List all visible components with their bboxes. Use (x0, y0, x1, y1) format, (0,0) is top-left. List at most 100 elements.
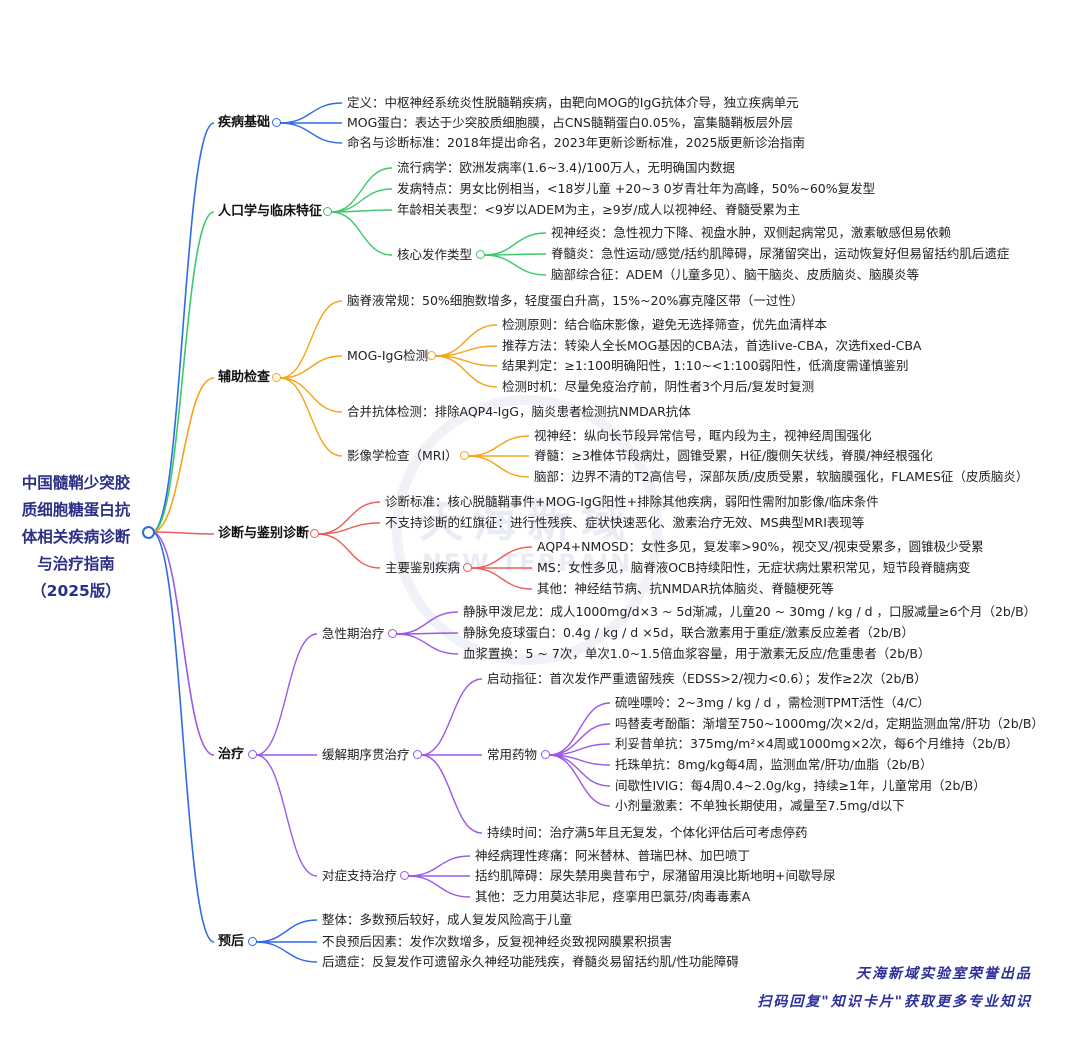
subtopic-node[interactable]: MOG-IgG检测 (347, 348, 429, 363)
collapse-toggle-icon[interactable] (323, 207, 332, 216)
connector-line (279, 377, 343, 457)
subtopic-node[interactable]: 缓解期序贯治疗 (322, 747, 410, 762)
leaf-node[interactable]: 血浆置换：5 ~ 7次，单次1.0~1.5倍血浆容量，用于激素无反应/危重患者（… (463, 646, 931, 661)
connector-line (420, 678, 483, 756)
leaf-node[interactable]: 脑部：边界不清的T2高信号，深部灰质/皮质受累，软脑膜强化，FLAMES征（皮质… (534, 469, 1029, 484)
connector-line (548, 702, 611, 756)
leaf-node[interactable]: 其他：乏力用莫达非尼，痉挛用巴氯芬/肉毒毒素A (475, 889, 751, 904)
connector-line (467, 455, 530, 478)
leaf-node[interactable]: 诊断标准：核心脱髓鞘事件+MOG-IgG阳性+排除其他疾病，弱阳性需附加影像/临… (385, 494, 879, 509)
leaf-node[interactable]: 视神经：纵向长节段异常信号，眶内段为主，视神经周围强化 (534, 428, 872, 443)
connector-line (470, 567, 533, 590)
collapse-toggle-icon[interactable] (272, 118, 281, 127)
leaf-node[interactable]: 检测原则：结合临床影像，避免无选择筛查，优先血清样本 (502, 317, 828, 332)
leaf-node[interactable]: 小剂量激素：不单独长期使用，减量至7.5mg/d以下 (615, 798, 905, 813)
leaf-node[interactable]: AQP4+NMOSD：女性多见，复发率>90%，视交叉/视束受累多，圆锥极少受累 (537, 539, 984, 554)
branch-topic[interactable]: 疾病基础 (218, 115, 271, 130)
leaf-node[interactable]: 脑脊液常规：50%细胞数增多，轻度蛋白升高，15%~20%寡克隆区带（一过性） (347, 293, 804, 308)
leaf-node[interactable]: 括约肌障碍：尿失禁用奥昔布宁，尿潴留用溴比斯地明+间歇导尿 (475, 868, 836, 883)
leaf-node[interactable]: MS：女性多见，脑脊液OCB持续阳性，无症状病灶累积常见，短节段脊髓病变 (537, 560, 971, 575)
leaf-node[interactable]: 检测时机：尽量免疫治疗前，阴性者3个月后/复发时复测 (502, 379, 815, 394)
leaf-node[interactable]: 吗替麦考酚酯：渐增至750~1000mg/次×2/d，定期监测血常/肝功（2b/… (615, 716, 1044, 731)
connector-line (330, 167, 393, 213)
leaf-node[interactable]: 年龄相关表型：<9岁以ADEM为主，≥9岁/成人以视神经、脊髓受累为主 (397, 202, 800, 217)
collapse-toggle-icon[interactable] (413, 750, 422, 759)
leaf-node[interactable]: 后遗症：反复发作可遗留永久神经功能残疾，脊髓炎易留括约肌/性功能障碍 (322, 954, 739, 969)
connector-line (151, 377, 215, 533)
leaf-node[interactable]: 启动指征：首次发作严重遗留残疾（EDSS>2/视力<0.6）；发作≥2次（2b/… (487, 671, 927, 686)
connector-line (151, 531, 215, 535)
connector-line (151, 531, 215, 756)
subtopic-node[interactable]: 急性期治疗 (322, 626, 385, 641)
leaf-node[interactable]: 合并抗体检测：排除AQP4-IgG，脑炎患者检测抗NMDAR抗体 (347, 404, 691, 419)
leaf-node[interactable]: 不良预后因素：发作次数增多，反复视神经炎致视网膜累积损害 (322, 934, 673, 949)
collapse-toggle-icon[interactable] (476, 250, 485, 259)
leaf-node[interactable]: 间歇性IVIG：每4周0.4~2.0g/kg，持续≥1年，儿童常用（2b/B） (615, 778, 986, 793)
subtopic-node[interactable]: 主要鉴别疾病 (385, 560, 461, 575)
connector-line (255, 941, 318, 963)
leaf-node[interactable]: 命名与诊断标准：2018年提出命名，2023年更新诊断标准，2025版更新诊治指… (347, 135, 805, 150)
connector-line (395, 633, 459, 655)
leaf-node[interactable]: 脊髓：≥3椎体节段病灶，圆锥受累，H征/腹侧矢状线，脊膜/神经根强化 (534, 448, 933, 463)
subtopic-node[interactable]: 影像学检查（MRI） (347, 448, 458, 463)
subtopic-node[interactable]: 核心发作类型 (397, 247, 473, 262)
subtopic-node[interactable]: 对症支持治疗 (322, 868, 398, 883)
leaf-node[interactable]: 推荐方法：转染人全长MOG基因的CBA法，首选live-CBA，次选fixed-… (502, 338, 922, 353)
leaf-node[interactable]: 持续时间：治疗满5年且无复发，个体化评估后可考虑停药 (487, 825, 808, 840)
leaf-node[interactable]: 托珠单抗：8mg/kg每4周，监测血常/肝功/血脂（2b/B） (615, 757, 933, 772)
branch-topic[interactable]: 人口学与临床特征 (218, 204, 323, 219)
root-title-line: （2025版） (31, 582, 121, 600)
leaf-node[interactable]: 定义：中枢神经系统炎性脱髓鞘疾病，由靶向MOG的IgG抗体介导，独立疾病单元 (347, 95, 799, 110)
root-title-line: 质细胞糖蛋白抗 (21, 501, 131, 519)
connector-line (255, 919, 318, 943)
connector-line (330, 188, 393, 213)
branch-topic[interactable]: 预后 (218, 934, 245, 949)
leaf-node[interactable]: 整体：多数预后较好，成人复发风险高于儿童 (322, 912, 573, 927)
leaf-node[interactable]: 发病特点：男女比例相当，<18岁儿童 +20~3 0岁青壮年为高峰，50%~60… (397, 181, 876, 196)
subtopic-node[interactable]: 常用药物 (487, 747, 538, 762)
root-title-line: 体相关疾病诊断 (21, 528, 131, 546)
connector-line (434, 355, 498, 388)
connector-line (330, 211, 393, 256)
branch-topic[interactable]: 诊断与鉴别诊断 (218, 526, 310, 541)
leaf-node[interactable]: 利妥昔单抗：375mg/m²×4周或1000mg×2次，每6个月维持（2b/B） (615, 736, 1019, 751)
collapse-toggle-icon[interactable] (310, 529, 319, 538)
connector-line (279, 102, 343, 124)
connector-line (330, 209, 393, 213)
leaf-node[interactable]: 脑部综合征：ADEM（儿童多见）、脑干脑炎、皮质脑炎、脑膜炎等 (551, 267, 920, 282)
leaf-node[interactable]: 不支持诊断的红旗征：进行性残疾、症状快速恶化、激素治疗无效、MS典型MRI表现等 (385, 515, 865, 530)
leaf-node[interactable]: 脊髓炎：急性运动/感觉/括约肌障碍，尿潴留突出，运动恢复好但易留括约肌后遗症 (551, 246, 1010, 261)
leaf-node[interactable]: 静脉甲泼尼龙：成人1000mg/d×3 ~ 5d渐减，儿童20 ~ 30mg /… (463, 604, 1037, 619)
connector-line (407, 855, 471, 877)
collapse-toggle-icon[interactable] (460, 451, 469, 460)
leaf-node[interactable]: 神经病理性疼痛：阿米替林、普瑞巴林、加巴喷丁 (475, 848, 751, 863)
leaf-node[interactable]: MOG蛋白：表达于少突胶质细胞膜，占CNS髓鞘蛋白0.05%，富集髓鞘板层外层 (347, 115, 794, 130)
collapse-toggle-icon[interactable] (248, 750, 257, 759)
connector-line (420, 754, 483, 834)
connector-line (483, 254, 547, 276)
collapse-toggle-icon[interactable] (388, 629, 397, 638)
connector-line (279, 377, 343, 413)
connector-line (279, 122, 343, 144)
footer-credit: 天海新域实验室荣誉出品 (856, 966, 1032, 982)
branch-topic[interactable]: 治疗 (218, 747, 245, 762)
connector-line (151, 531, 215, 943)
leaf-node[interactable]: 结果判定：≥1:100明确阳性，1:10~<1:100弱阳性，低滴度需谨慎鉴别 (502, 358, 909, 373)
leaf-node[interactable]: 硫唑嘌呤：2~3mg / kg / d ，需检测TPMT活性（4/C） (615, 695, 930, 710)
connector-line (483, 232, 547, 256)
leaf-node[interactable]: 其他：神经结节病、抗NMDAR抗体脑炎、脊髓梗死等 (537, 581, 834, 596)
root-collapse-toggle[interactable] (142, 526, 155, 539)
leaf-node[interactable]: 静脉免疫球蛋白：0.4g / kg / d ×5d，联合激素用于重症/激素反应差… (463, 625, 914, 640)
collapse-toggle-icon[interactable] (541, 750, 550, 759)
branch-topic[interactable]: 辅助检查 (218, 370, 271, 385)
collapse-toggle-icon[interactable] (400, 871, 409, 880)
collapse-toggle-icon[interactable] (427, 351, 436, 360)
collapse-toggle-icon[interactable] (463, 563, 472, 572)
leaf-node[interactable]: 视神经炎：急性视力下降、视盘水肿，双侧起病常见，激素敏感但易依赖 (551, 225, 952, 240)
connector-line (317, 533, 381, 569)
connector-line (407, 875, 471, 898)
collapse-toggle-icon[interactable] (272, 373, 281, 382)
leaf-node[interactable]: 流行病学：欧洲发病率(1.6~3.4)/100万人，无明确国内数据 (397, 160, 736, 175)
collapse-toggle-icon[interactable] (248, 937, 257, 946)
